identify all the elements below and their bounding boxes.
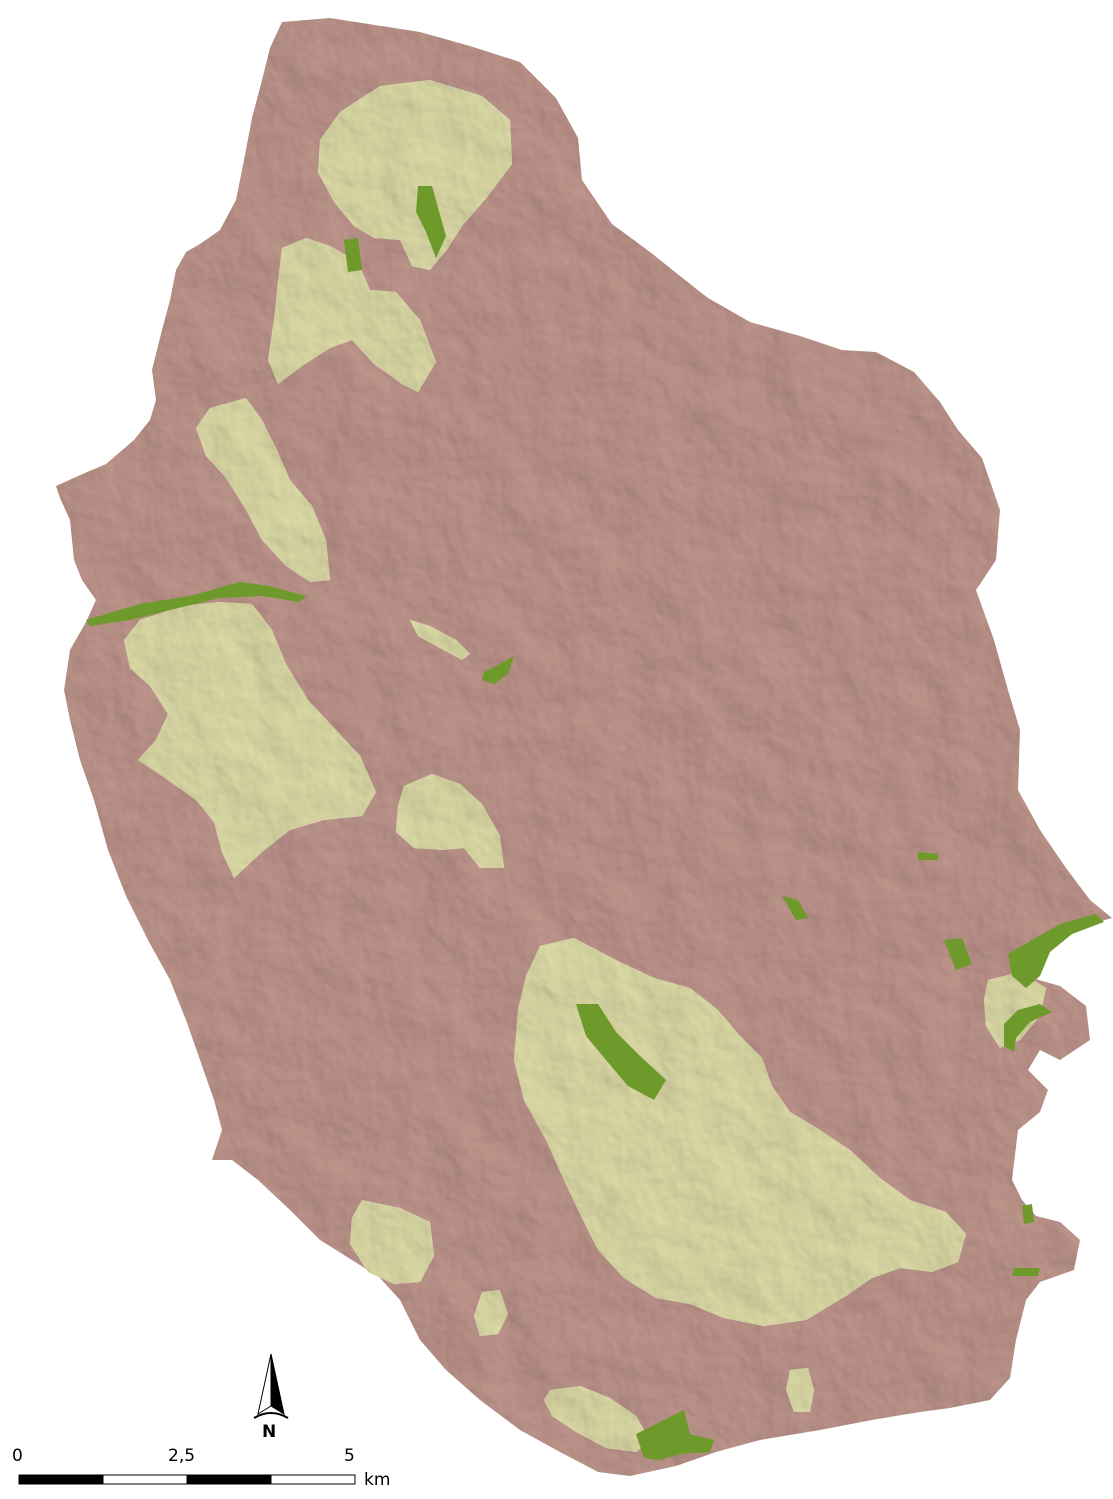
green-zone-bay-north <box>1008 914 1104 988</box>
road-lines <box>499 599 981 941</box>
light-zone-small-1 <box>474 1290 508 1336</box>
green-zone-north-2 <box>344 238 362 272</box>
island-outline <box>56 18 1112 1476</box>
light-zone-south <box>544 1386 650 1452</box>
light-zone-strip <box>410 620 470 660</box>
light-zone-east-bay <box>984 972 1046 1048</box>
scale-tick-end: 5 <box>344 1446 355 1466</box>
scale-tick-0: 0 <box>12 1446 23 1466</box>
light-zone-north <box>318 80 512 270</box>
light-zone-north-2 <box>268 238 436 392</box>
green-zone-east-1 <box>782 896 808 920</box>
green-zone-east-coast-1 <box>1022 1204 1034 1224</box>
scale-bar <box>18 1474 356 1485</box>
green-zone-ridge-line <box>86 582 306 626</box>
light-zone-west-1 <box>196 398 330 582</box>
scale-tick-mid: 2,5 <box>168 1446 196 1466</box>
light-zones <box>124 80 1046 1452</box>
scale-segment-3 <box>186 1474 272 1485</box>
road-line-1 <box>639 639 981 941</box>
light-zone-small-2 <box>786 1368 814 1412</box>
green-zone-center-large <box>576 1004 666 1100</box>
green-zone-east-coast-2 <box>1012 1268 1040 1276</box>
north-arrow-label: N <box>262 1422 277 1442</box>
green-zones <box>86 186 1104 1460</box>
road-line-2 <box>499 599 641 781</box>
green-zone-east-3 <box>918 852 938 860</box>
green-zone-north-1 <box>416 186 446 258</box>
green-zone-bay-south <box>1004 1004 1052 1052</box>
light-zone-southeast-large <box>514 938 966 1326</box>
scale-segment-1 <box>18 1474 104 1485</box>
scale-segment-2 <box>102 1474 188 1485</box>
green-zone-south <box>636 1410 714 1460</box>
green-zone-east-2 <box>944 938 972 970</box>
scale-segment-4 <box>270 1474 356 1485</box>
light-zone-center <box>396 774 504 868</box>
island-landmass <box>56 18 1112 1476</box>
light-zone-southwest <box>350 1200 434 1284</box>
light-zone-west-2 <box>124 602 376 878</box>
north-arrow-icon <box>253 1353 289 1419</box>
green-zone-center-small <box>482 656 514 684</box>
scale-unit: km <box>364 1470 391 1490</box>
